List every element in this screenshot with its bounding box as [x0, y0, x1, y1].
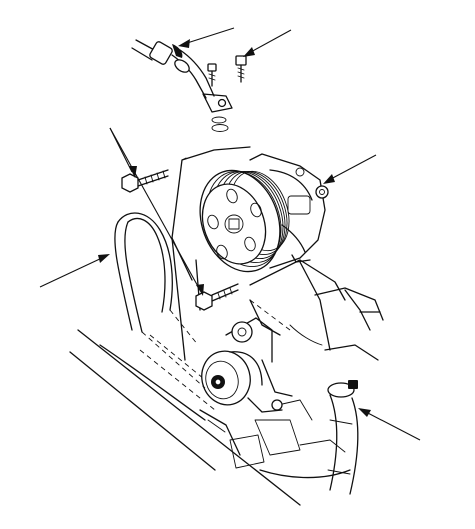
callout-hose-bolt: [243, 29, 292, 57]
arrowhead-icon: [178, 39, 190, 48]
belt-tensioner: [199, 317, 293, 456]
arrowhead-icon: [243, 47, 255, 57]
arrowhead-icon: [323, 174, 335, 184]
pump-assembly: [199, 153, 329, 273]
callout-pressure-hose: [178, 27, 235, 48]
drive-belt: [114, 212, 206, 389]
arrowhead-icon: [98, 254, 110, 263]
arrowhead-icon: [196, 284, 204, 296]
callout-pump-assembly: [323, 154, 377, 184]
pressure-hose-assembly: [131, 39, 233, 132]
mounting-bolt-upper: [121, 169, 169, 193]
callout-mounting-bolts: [109, 127, 204, 296]
arrowhead-icon: [358, 408, 371, 417]
callout-drive-belt: [39, 254, 110, 288]
mounting-bolt-lower: [195, 283, 239, 311]
arrowhead-icon: [129, 166, 137, 178]
return-hose-assembly: [327, 380, 359, 495]
callout-return-hose-clamp: [358, 408, 421, 441]
hose-bolt: [207, 55, 247, 87]
